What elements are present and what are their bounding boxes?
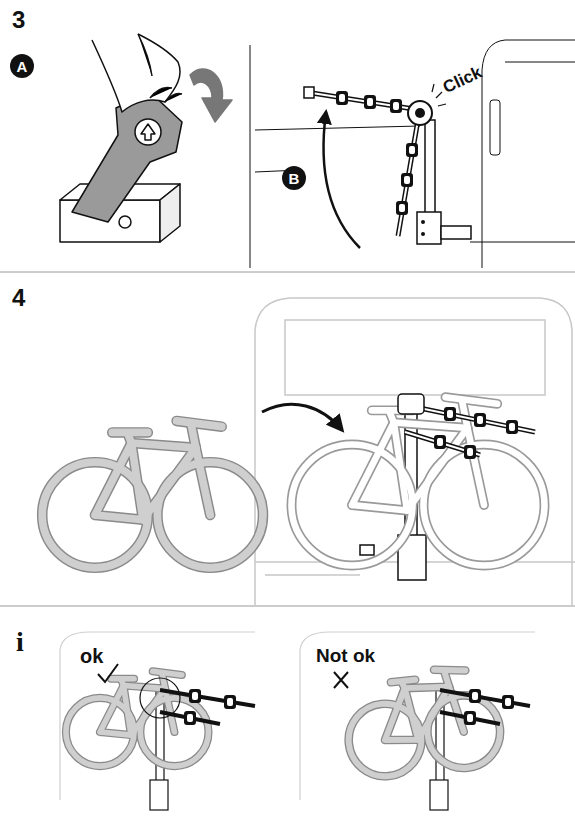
bike-loose xyxy=(42,421,263,568)
rack-arms xyxy=(140,678,530,725)
badge-letter: B xyxy=(289,171,300,186)
step-label: ok xyxy=(80,646,103,666)
bike-mounted xyxy=(292,397,545,565)
step-label: 3 xyxy=(12,8,25,32)
bike-rack xyxy=(304,84,471,248)
van-rear xyxy=(60,632,535,800)
label-text: 4 xyxy=(12,284,25,311)
label-text: i xyxy=(16,626,24,657)
label-text: ok xyxy=(80,645,103,667)
divider xyxy=(0,272,575,606)
step-badge: A xyxy=(10,54,34,78)
step-badge: B xyxy=(282,166,306,190)
mount-arrow xyxy=(262,404,342,430)
step-label: i xyxy=(16,628,24,656)
bike-ok xyxy=(66,671,209,766)
step-label: Not ok xyxy=(316,646,375,665)
car-scene xyxy=(250,40,575,268)
label-text: Not ok xyxy=(316,645,375,666)
rack-arms xyxy=(398,394,535,459)
step-label: Click xyxy=(440,64,484,97)
hitch-lever xyxy=(60,34,232,242)
van-rear xyxy=(255,298,575,605)
cross-mark xyxy=(334,672,348,688)
label-text: 3 xyxy=(12,6,25,33)
badge-letter: A xyxy=(17,59,28,74)
step-label: 4 xyxy=(12,286,25,310)
label-text: Click xyxy=(440,63,485,97)
